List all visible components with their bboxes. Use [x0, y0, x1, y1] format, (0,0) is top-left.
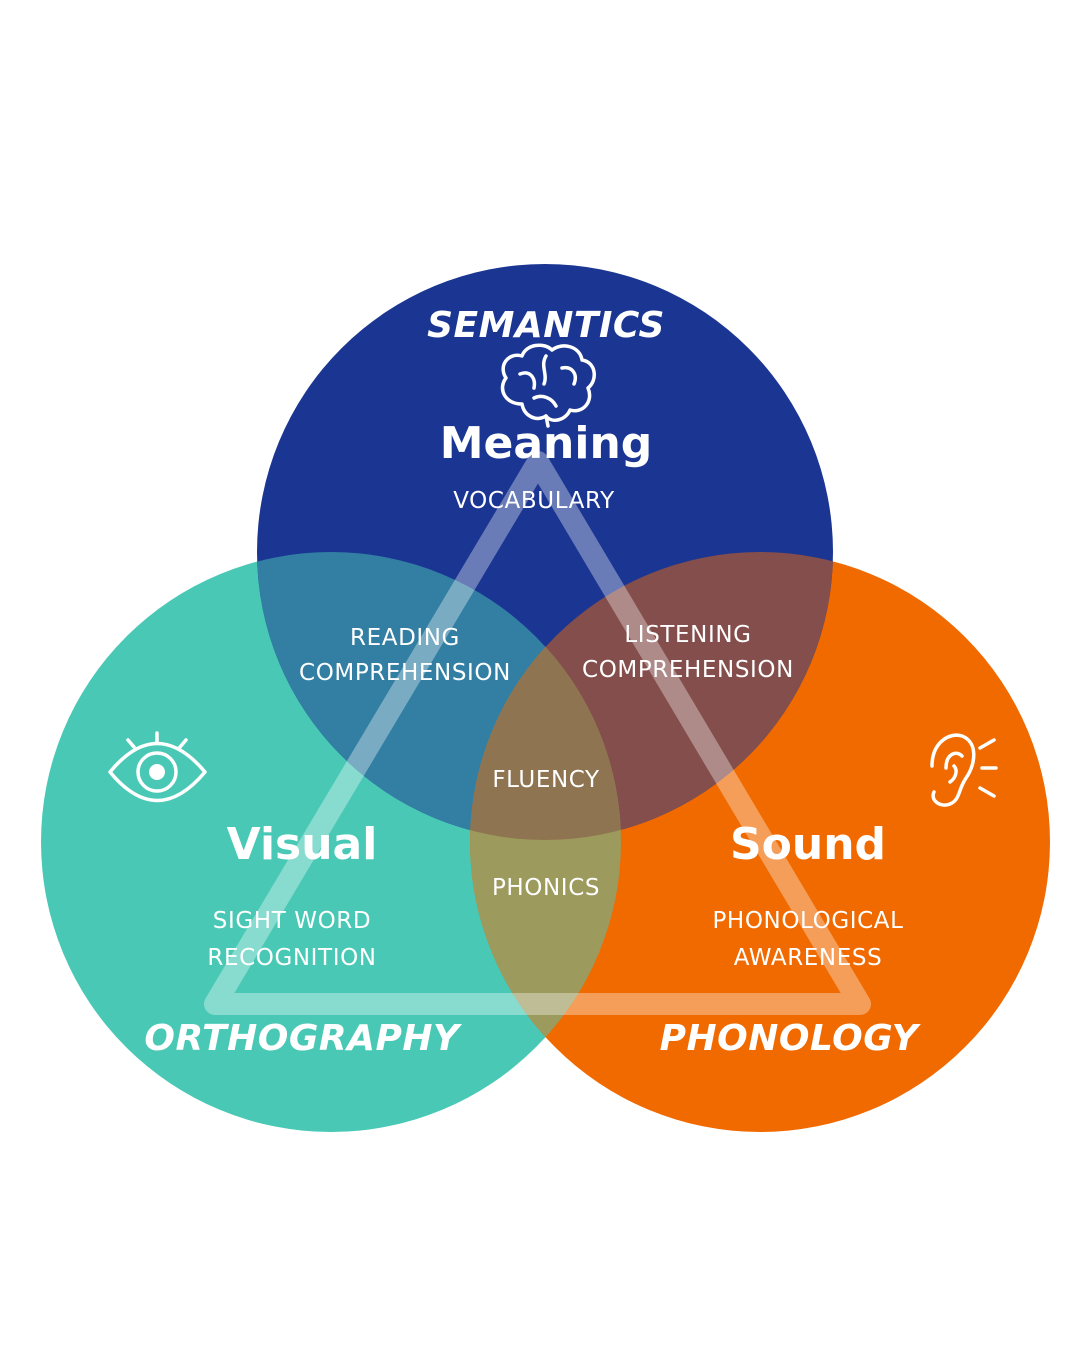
sound-heading: PHONOLOGY	[660, 1018, 922, 1059]
meaning-subtitle: VOCABULARY	[453, 488, 615, 514]
reading-label-line1: READING	[350, 625, 460, 651]
visual-heading: ORTHOGRAPHY	[144, 1018, 463, 1059]
reading-overlap-region	[257, 552, 621, 840]
sound-title: Sound	[730, 819, 886, 870]
listening-label-line2: COMPREHENSION	[582, 657, 794, 683]
listening-label-line1: LISTENING	[624, 622, 751, 648]
ear-icon	[930, 733, 998, 807]
center-triangle	[204, 451, 871, 1015]
phonics-label: PHONICS	[492, 875, 600, 901]
meaning-heading: SEMANTICS	[427, 305, 665, 346]
eye-icon	[108, 731, 207, 803]
meaning-title: Meaning	[440, 418, 653, 469]
reading-label-line2: COMPREHENSION	[299, 660, 511, 686]
visual-subtitle-line2: RECOGNITION	[207, 945, 376, 971]
visual-title: Visual	[227, 819, 378, 870]
brain-icon	[500, 343, 596, 428]
visual-subtitle-line1: SIGHT WORD	[213, 908, 371, 934]
sound-subtitle-line2: AWARENESS	[734, 945, 883, 971]
sound-subtitle-line1: PHONOLOGICAL	[712, 908, 903, 934]
listening-overlap-region	[470, 552, 833, 840]
fluency-label: FLUENCY	[492, 767, 600, 793]
